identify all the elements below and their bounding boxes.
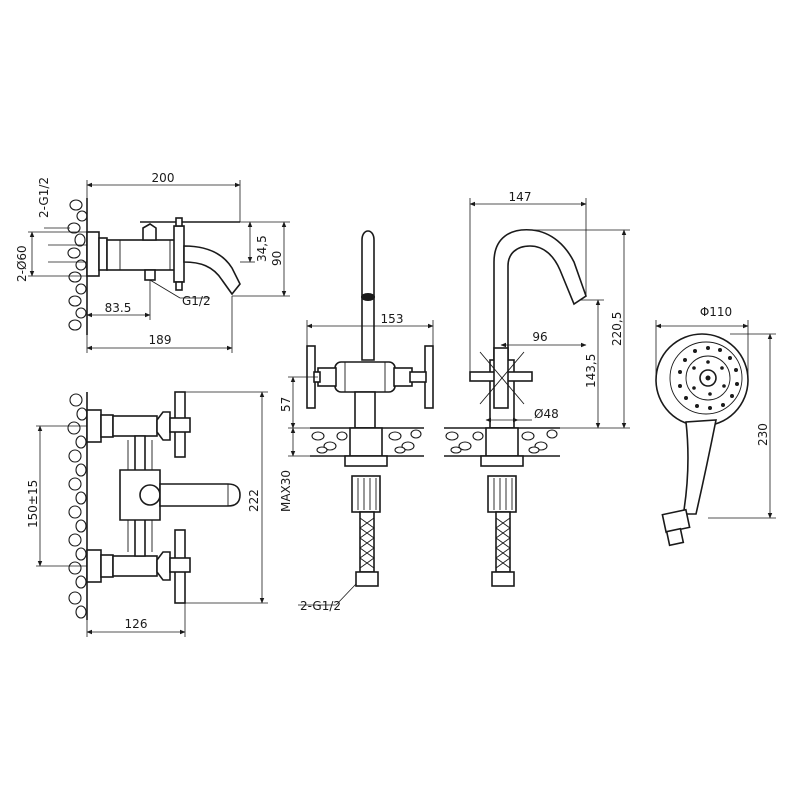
dim-57: 57: [279, 397, 293, 412]
top-handle: [142, 223, 157, 241]
basin-mixer-front-view: 153 57 MAX30 2-G1/2: [279, 230, 434, 613]
dim-153: 153: [381, 312, 404, 326]
dim-222: 222: [247, 489, 261, 512]
dim-2-diameter-60: 2-Ø60: [15, 245, 29, 282]
dim-83-5: 83.5: [105, 301, 132, 315]
diverter-knob: [139, 484, 161, 506]
dim-220-5: 220,5: [610, 312, 624, 346]
dim-200: 200: [152, 171, 175, 185]
dim-diameter-48: Ø48: [534, 407, 559, 421]
cross-handle: [173, 225, 185, 283]
hand-shower-view: Φ110 230: [655, 305, 776, 547]
dim-2g12-top: 2-G1/2: [37, 177, 51, 218]
dim-189: 189: [149, 333, 172, 347]
basin-mixer-side-view: 147 96 143,5 220,5 Ø48: [444, 190, 630, 587]
dim-2g12-bottom: 2-G1/2: [300, 599, 341, 613]
dim-max30: MAX30: [279, 470, 293, 512]
wall-stones-top: [67, 198, 88, 335]
dim-34-5: 34,5: [255, 235, 269, 262]
dim-126: 126: [125, 617, 148, 631]
mounting-thread: [351, 475, 381, 513]
spray-nozzles: [678, 346, 739, 410]
dim-90: 90: [270, 251, 284, 266]
dim-150-15: 150±15: [26, 480, 40, 528]
wall-mixer-front-view: 150±15 222 126: [26, 391, 268, 637]
bath-spout: [183, 245, 241, 296]
basin-body: [334, 361, 396, 393]
shower-handle: [675, 419, 717, 515]
dim-143-5: 143,5: [584, 354, 598, 388]
spout-front: [159, 483, 241, 507]
dim-96: 96: [532, 330, 547, 344]
wall-mixer-side-view: 200 2-G1/2 2-Ø60 34,5 90 G1/2 83.5 189: [15, 171, 290, 353]
dim-147: 147: [509, 190, 532, 204]
dim-phi-110: Φ110: [700, 305, 732, 319]
deck-stones-right: [444, 427, 560, 457]
dim-230: 230: [756, 423, 770, 446]
dim-g12-outlet: G1/2: [182, 294, 211, 308]
deck-stones-center: [310, 427, 424, 457]
wall-flange: [86, 231, 100, 277]
mixer-body: [106, 239, 183, 271]
